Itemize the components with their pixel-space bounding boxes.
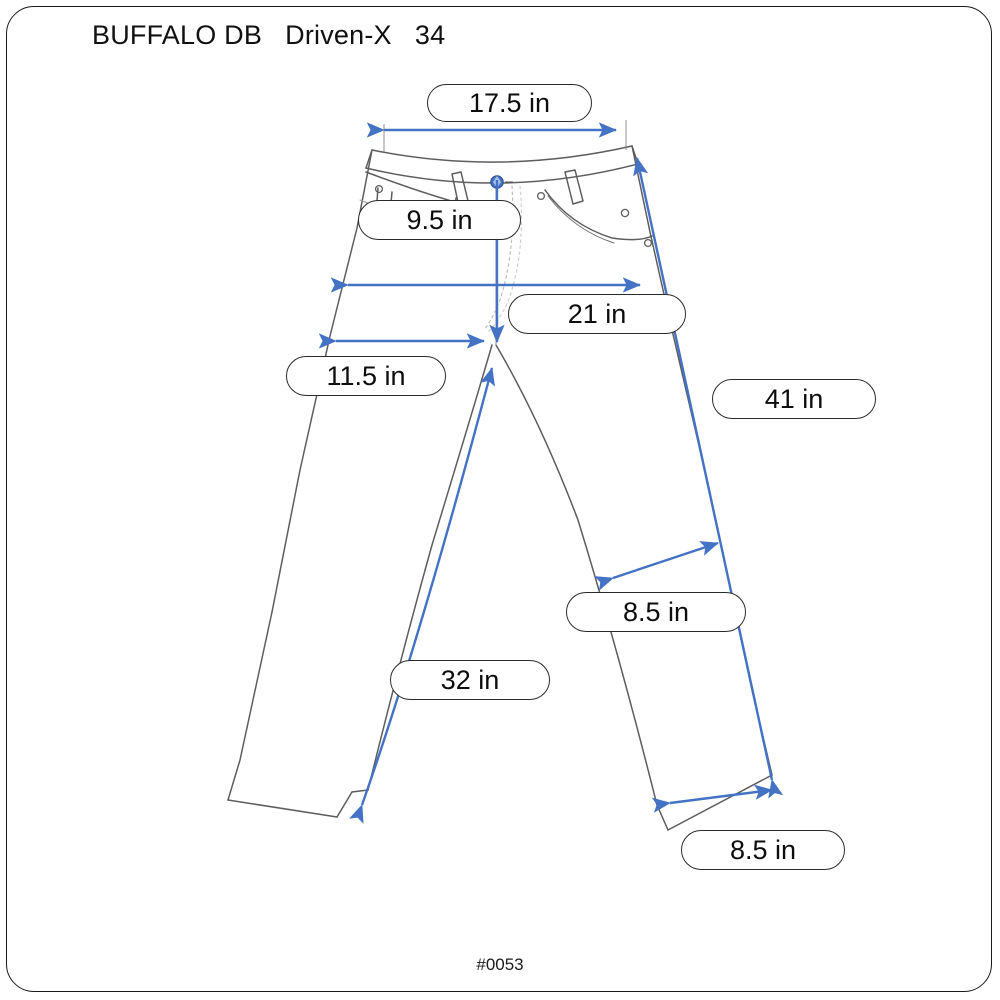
label-front-rise-text: 9.5 in (406, 204, 473, 235)
label-hip-text: 21 in (567, 298, 627, 329)
label-thigh-text: 11.5 in (326, 360, 406, 391)
arrow-outseam (633, 157, 784, 799)
label-thigh[interactable]: 11.5 in (286, 356, 446, 396)
label-leg-opening-text: 8.5 in (729, 834, 797, 865)
label-front-rise[interactable]: 9.5 in (358, 200, 521, 240)
label-knee-text: 8.5 in (622, 596, 690, 627)
label-hip[interactable]: 21 in (508, 294, 686, 334)
label-knee[interactable]: 8.5 in (566, 592, 746, 632)
footer-id: #0053 (476, 955, 524, 974)
arrow-knee (594, 541, 719, 591)
label-outseam[interactable]: 41 in (712, 379, 876, 419)
label-waist[interactable]: 17.5 in (427, 84, 592, 122)
label-waist-text: 17.5 in (468, 87, 551, 118)
label-leg-opening[interactable]: 8.5 in (681, 830, 845, 870)
label-outseam-text: 41 in (764, 383, 824, 414)
label-inseam-text: 32 in (440, 664, 500, 695)
arrow-hem (651, 784, 773, 813)
label-inseam[interactable]: 32 in (390, 660, 550, 700)
page-title: BUFFALO DB Driven-X 34 (92, 20, 446, 50)
arrow-inseam (349, 367, 496, 824)
